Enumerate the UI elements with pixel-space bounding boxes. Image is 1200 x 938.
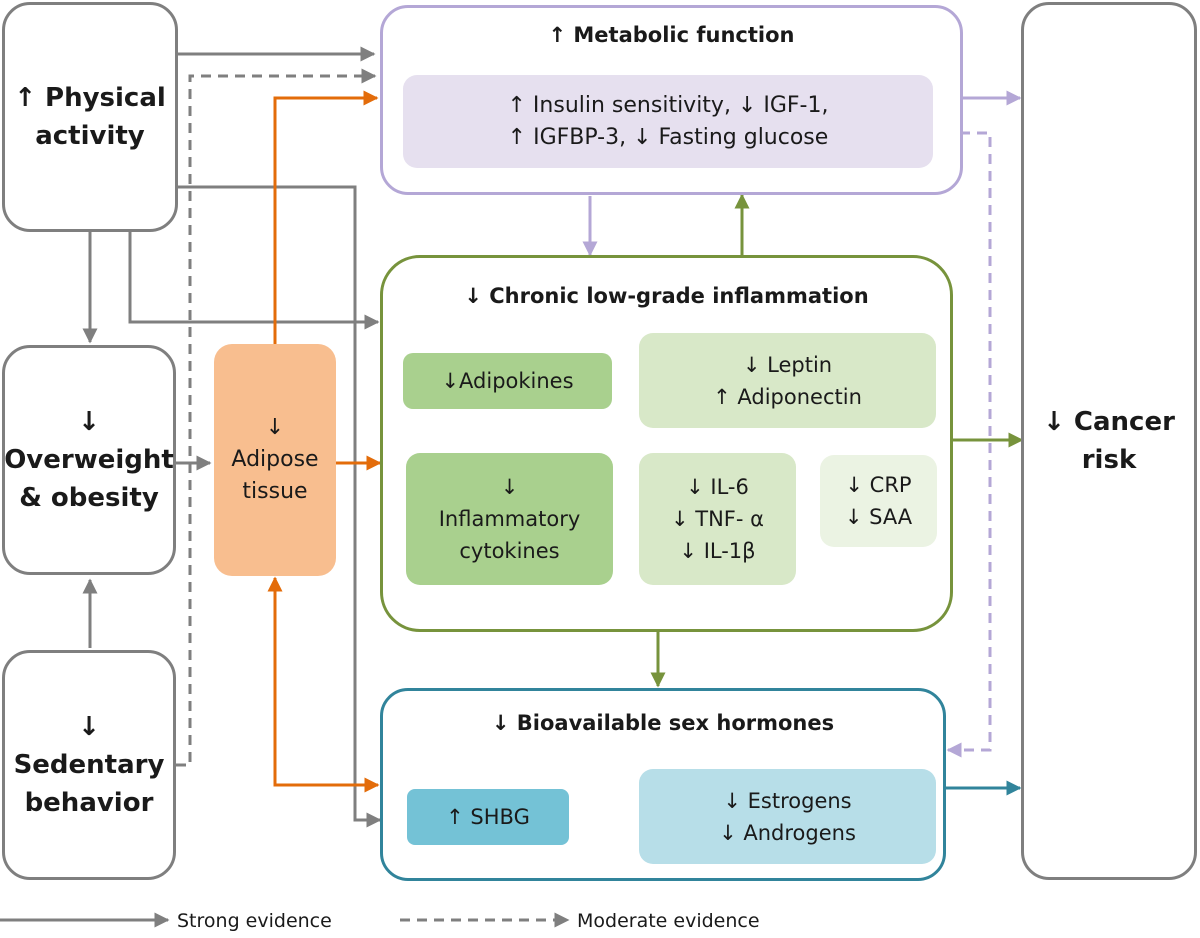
sedentary-line-2: behavior	[24, 788, 154, 818]
overweight-line-2: & obesity	[19, 483, 159, 513]
sedentary-behavior-box: ↓ Sedentary behavior	[2, 650, 176, 880]
shbg-label: ↑ SHBG	[446, 805, 530, 829]
arrow-adipose-hormones-bidirectional	[267, 576, 380, 793]
overweight-line-1: Overweight	[4, 445, 174, 475]
overweight-obesity-box: ↓ Overweight & obesity	[2, 345, 176, 575]
metabolic-detail-line-2: ↑ IGFBP-3, ↓ Fasting glucose	[507, 124, 829, 150]
adipose-tissue-box: ↓ Adipose tissue	[214, 344, 336, 576]
saa-line: ↓ SAA	[844, 505, 913, 529]
adipokines-box: ↓Adipokines	[403, 353, 612, 409]
arrow-activity-to-inflammation	[128, 232, 380, 330]
crp-line: ↓ CRP	[845, 473, 912, 497]
cytokines-line-2: cytokines	[459, 539, 560, 563]
metabolic-function-title: ↑ Metabolic function	[548, 23, 795, 47]
overweight-arrow: ↓	[78, 407, 100, 437]
sedentary-arrow: ↓	[78, 712, 100, 742]
estrogens-line: ↓ Estrogens	[723, 788, 852, 813]
estrogens-androgens-box: ↓ Estrogens ↓ Androgens	[639, 769, 936, 864]
inflammatory-cytokines-box: ↓ Inflammatory cytokines	[406, 453, 613, 585]
inflammation-box: ↓ Chronic low-grade inflammation ↓Adipok…	[380, 255, 953, 632]
interleukins-box: ↓ IL-6 ↓ TNF- α ↓ IL-1β	[639, 453, 796, 585]
sex-hormones-box: ↓ Bioavailable sex hormones ↑ SHBG ↓ Est…	[380, 688, 946, 881]
arrow-sedentary-to-metabolic-dashed	[176, 68, 377, 767]
legend-moderate-label: Moderate evidence	[577, 910, 760, 932]
physical-activity-box: ↑ Physical activity	[2, 2, 178, 232]
sedentary-line-1: Sedentary	[13, 750, 165, 780]
adipose-line-1: Adipose	[231, 447, 319, 472]
arrow-activity-to-hormones	[178, 185, 382, 828]
cytokines-line-1: Inflammatory	[438, 507, 581, 531]
physical-activity-line-1: ↑ Physical	[14, 83, 166, 113]
legend-strong-label: Strong evidence	[177, 910, 332, 932]
sex-hormones-title: ↓ Bioavailable sex hormones	[491, 711, 835, 735]
cancer-risk-line-1: ↓ Cancer	[1043, 407, 1175, 437]
il1b-line: ↓ IL-1β	[679, 539, 756, 563]
adiponectin-line: ↑ Adiponectin	[713, 384, 862, 409]
leptin-adiponectin-box: ↓ Leptin ↑ Adiponectin	[639, 333, 936, 428]
adipose-line-2: tissue	[242, 479, 308, 504]
arrow-adipose-to-metabolic	[273, 90, 379, 345]
arrow-metabolic-to-hormones-dashed	[946, 131, 992, 758]
adipokines-label: ↓Adipokines	[441, 369, 574, 393]
crp-saa-box: ↓ CRP ↓ SAA	[820, 455, 937, 547]
physical-activity-line-2: activity	[35, 121, 145, 151]
cancer-risk-line-2: risk	[1081, 445, 1137, 475]
cancer-risk-box: ↓ Cancer risk	[1021, 2, 1197, 880]
il6-line: ↓ IL-6	[686, 475, 749, 499]
cytokines-arrow: ↓	[500, 475, 519, 499]
shbg-box: ↑ SHBG	[407, 789, 569, 845]
tnf-alpha-line: ↓ TNF- α	[671, 507, 764, 531]
androgens-line: ↓ Androgens	[719, 820, 856, 845]
adipose-arrow: ↓	[265, 415, 285, 440]
metabolic-function-box: ↑ Metabolic function ↑ Insulin sensitivi…	[380, 5, 963, 195]
metabolic-detail-box: ↑ Insulin sensitivity, ↓ IGF-1, ↑ IGFBP-…	[403, 75, 933, 168]
inflammation-title: ↓ Chronic low-grade inflammation	[464, 284, 869, 308]
metabolic-detail-line-1: ↑ Insulin sensitivity, ↓ IGF-1,	[507, 92, 829, 118]
leptin-line: ↓ Leptin	[742, 352, 833, 377]
